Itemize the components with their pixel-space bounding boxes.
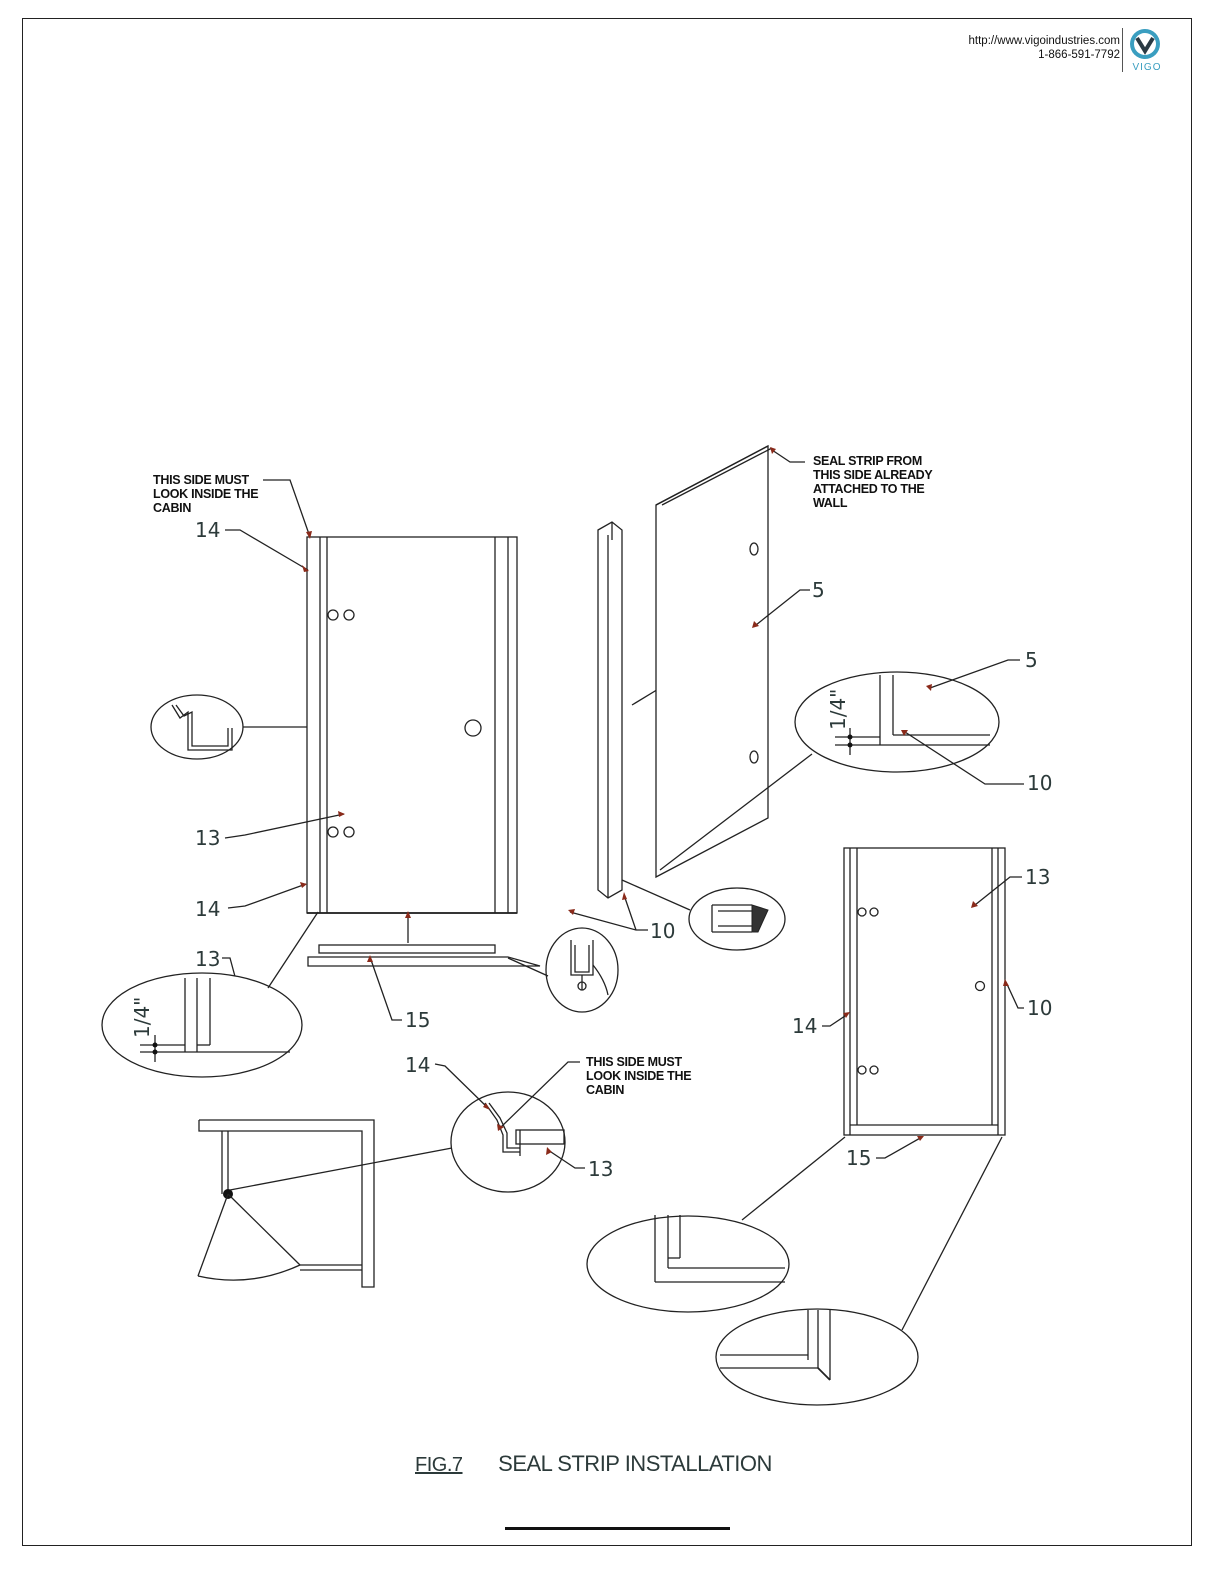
fixed-panel-5 xyxy=(656,446,772,877)
note-inside-top-line2: LOOK INSIDE THE xyxy=(153,487,258,501)
detail-bubble-quarter-gap-left: 1/4" xyxy=(102,912,318,1077)
detail-bubble-side-seal xyxy=(151,695,307,759)
callout-14-top: 14 xyxy=(195,518,220,542)
callout-5-panel: 5 xyxy=(812,578,825,602)
note-inside-top-line3: CABIN xyxy=(153,501,191,515)
callout-15-left: 15 xyxy=(405,1008,430,1032)
note-inside-bottom-line1: THIS SIDE MUST xyxy=(586,1055,682,1069)
note-wall-seal-line2: THIS SIDE ALREADY xyxy=(813,468,933,482)
figure-number: FIG.7 xyxy=(415,1454,463,1476)
callout-13-left: 13 xyxy=(195,826,220,850)
bottom-rule xyxy=(505,1527,730,1530)
callout-14-hinge: 14 xyxy=(405,1053,430,1077)
callout-13-hinge: 13 xyxy=(588,1157,613,1181)
callout-10-strip: 10 xyxy=(650,919,675,943)
callout-14-right: 14 xyxy=(792,1014,817,1038)
bottom-sweep-strip xyxy=(308,911,540,966)
note-wall-seal-line1: SEAL STRIP FROM xyxy=(813,454,922,468)
figure-caption: FIG.7 SEAL STRIP INSTALLATION xyxy=(415,1451,835,1477)
note-inside-bottom-line3: CABIN xyxy=(586,1083,624,1097)
dim-quarter-left: 1/4" xyxy=(130,997,154,1038)
detail-bubble-bottom-sweep xyxy=(508,928,618,1012)
callout-13-bubble: 13 xyxy=(195,947,220,971)
detail-bubble-hinge-seal xyxy=(451,1092,565,1192)
note-inside-top: THIS SIDE MUST LOOK INSIDE THE CABIN xyxy=(153,473,312,539)
callout-5-bubble: 5 xyxy=(1025,648,1038,672)
dim-quarter-right: 1/4" xyxy=(826,689,850,730)
note-wall-seal-line4: WALL xyxy=(813,496,848,510)
note-wall-seal-line3: ATTACHED TO THE xyxy=(813,482,924,496)
callout-10-right: 10 xyxy=(1027,996,1052,1020)
callout-14-bottom: 14 xyxy=(195,897,220,921)
callout-10-bubble: 10 xyxy=(1027,771,1052,795)
left-door-panel xyxy=(307,537,517,913)
plan-view-cabin xyxy=(198,1120,452,1287)
wall-profile-strip xyxy=(598,522,663,898)
callout-13-right: 13 xyxy=(1025,865,1050,889)
detail-bubble-bottom-corner-a xyxy=(587,1137,845,1312)
figure-title: SEAL STRIP INSTALLATION xyxy=(498,1451,772,1476)
note-inside-top-line1: THIS SIDE MUST xyxy=(153,473,249,487)
right-door-panel xyxy=(844,848,1005,1135)
note-inside-bottom-line2: LOOK INSIDE THE xyxy=(586,1069,691,1083)
detail-bubble-strip-end xyxy=(622,880,785,950)
callout-15-right: 15 xyxy=(846,1146,871,1170)
note-wall-seal: SEAL STRIP FROM THIS SIDE ALREADY ATTACH… xyxy=(770,447,933,510)
